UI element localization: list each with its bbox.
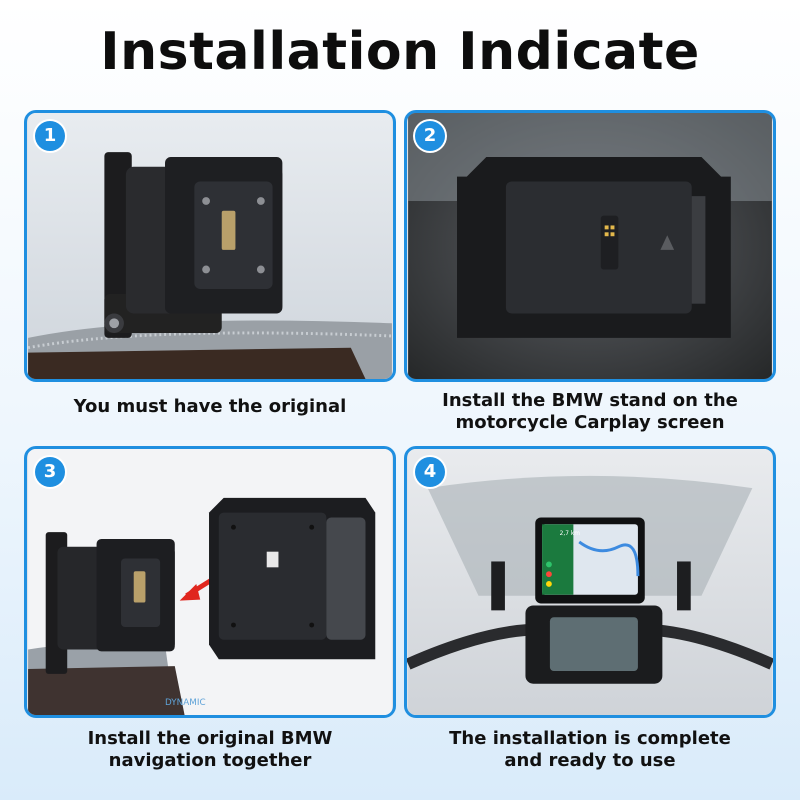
step-number-badge: 2 xyxy=(415,121,445,151)
screen-back-illustration xyxy=(408,113,772,379)
step-number-badge: 4 xyxy=(415,457,445,487)
page-title: Installation Indicate xyxy=(100,22,700,82)
step-1-caption: You must have the original xyxy=(73,396,347,417)
step-4-image: 2,7 km 4 xyxy=(404,446,776,718)
combine-illustration: DYNAMIC xyxy=(28,449,392,715)
step-number-badge: 1 xyxy=(35,121,65,151)
step-1-image: 1 xyxy=(24,110,396,382)
installed-illustration: 2,7 km xyxy=(407,449,773,715)
step-3-image: DYNAMIC 3 xyxy=(24,446,396,718)
step-number-badge: 3 xyxy=(35,457,65,487)
step-2-caption: Install the BMW stand on the motorcycle … xyxy=(442,390,738,433)
arrow-head xyxy=(179,583,201,601)
nav-distance: 2,7 km xyxy=(560,531,581,537)
step-4-caption: The installation is complete and ready t… xyxy=(449,728,731,771)
cradle-mount-illustration xyxy=(27,113,392,379)
step-2-image: 2 xyxy=(404,110,776,382)
step-3-caption: Install the original BMW navigation toge… xyxy=(87,728,333,771)
dash-label: DYNAMIC xyxy=(165,698,206,708)
